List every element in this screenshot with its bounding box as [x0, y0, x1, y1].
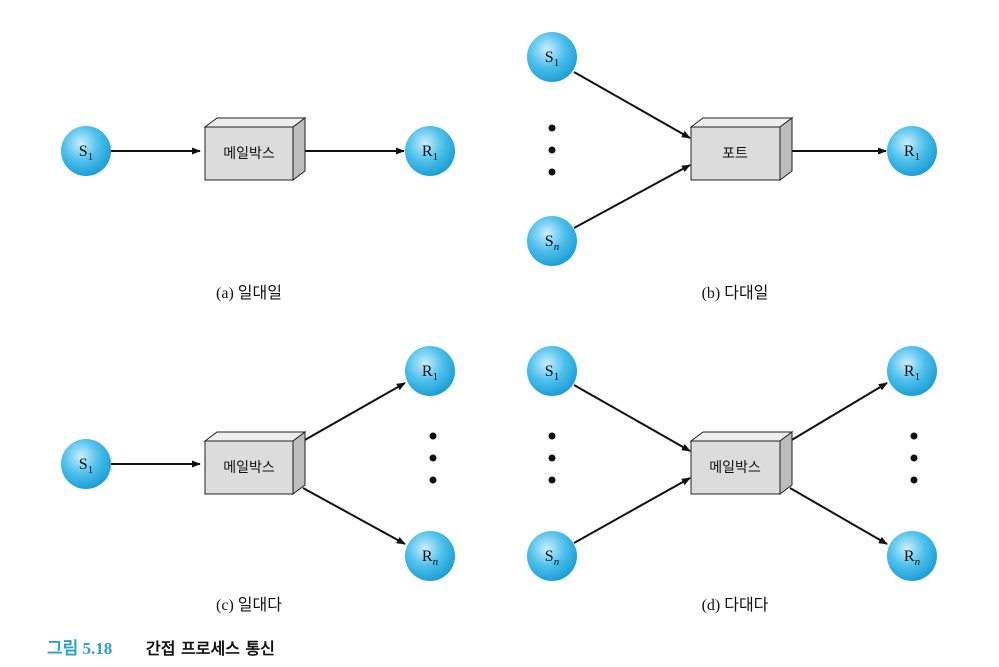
ellipsis-dots	[548, 432, 556, 484]
figure-number: 그림 5.18	[47, 639, 112, 658]
svg-text:R1: R1	[904, 143, 920, 163]
figure-title: 간접 프로세스 통신	[146, 639, 275, 658]
arrow-s1-to-mailbox	[573, 384, 691, 452]
svg-text:Rn: Rn	[422, 548, 439, 568]
ellipsis-dots	[548, 124, 556, 176]
sender-node-sn: Sn	[527, 216, 577, 266]
mailbox-box: 메일박스	[689, 431, 794, 495]
sender-node-s1: S1	[61, 439, 111, 489]
svg-text:R1: R1	[422, 363, 438, 383]
arrow-s1-to-port	[573, 71, 691, 139]
arrow-mailbox-to-r1	[302, 382, 406, 442]
arrow-sn-to-port	[573, 164, 691, 229]
panel-a-caption: (a) 일대일	[216, 284, 282, 302]
receiver-node-r1: R1	[405, 126, 455, 176]
mailbox-label: 메일박스	[223, 146, 275, 162]
figure-caption: 그림 5.18 간접 프로세스 통신	[47, 639, 275, 658]
sender-node-sn: Sn	[527, 531, 577, 581]
arrow-mailbox-to-rn	[302, 487, 406, 545]
arrow-mailbox-to-rn	[789, 487, 888, 545]
svg-text:Sn: Sn	[545, 548, 560, 568]
panel-a-one-to-one: S1 메일박스 R1 (a) 일대일	[61, 117, 455, 302]
port-label: 포트	[722, 146, 748, 162]
receiver-node-r1: R1	[405, 346, 455, 396]
panel-d-caption: (d) 다대다	[702, 596, 769, 614]
panel-c-one-to-many: S1 메일박스 R1 Rn (c) 일대다	[61, 346, 455, 614]
svg-text:S1: S1	[545, 363, 559, 383]
svg-text:S1: S1	[79, 456, 93, 476]
receiver-node-r1: R1	[887, 346, 937, 396]
ellipsis-dots	[429, 432, 437, 484]
panel-d-many-to-many: S1 Sn 메일박스 R1 Rn	[527, 346, 937, 614]
arrow-mailbox-to-r1	[789, 382, 888, 442]
mailbox-box: 메일박스	[203, 431, 307, 495]
svg-text:R1: R1	[422, 143, 438, 163]
svg-text:S1: S1	[79, 143, 93, 163]
receiver-node-r1: R1	[887, 126, 937, 176]
sender-node-s1: S1	[61, 126, 111, 176]
svg-text:Rn: Rn	[904, 548, 921, 568]
panel-c-caption: (c) 일대다	[216, 596, 282, 614]
sender-node-s1: S1	[527, 32, 577, 82]
svg-text:S1: S1	[545, 49, 559, 69]
receiver-node-rn: Rn	[887, 531, 937, 581]
sender-node-s1: S1	[527, 346, 577, 396]
svg-text:Sn: Sn	[545, 233, 560, 253]
mailbox-label: 메일박스	[223, 460, 275, 476]
receiver-node-rn: Rn	[405, 531, 455, 581]
panel-b-caption: (b) 다대일	[702, 284, 769, 302]
port-box: 포트	[689, 117, 794, 181]
mailbox-box: 메일박스	[203, 117, 307, 181]
panel-b-many-to-one: S1 Sn 포트 R1 (b) 다대일	[527, 32, 937, 302]
arrow-sn-to-mailbox	[573, 477, 691, 544]
mailbox-label: 메일박스	[709, 460, 761, 476]
ellipsis-dots	[910, 432, 918, 484]
svg-text:R1: R1	[904, 363, 920, 383]
